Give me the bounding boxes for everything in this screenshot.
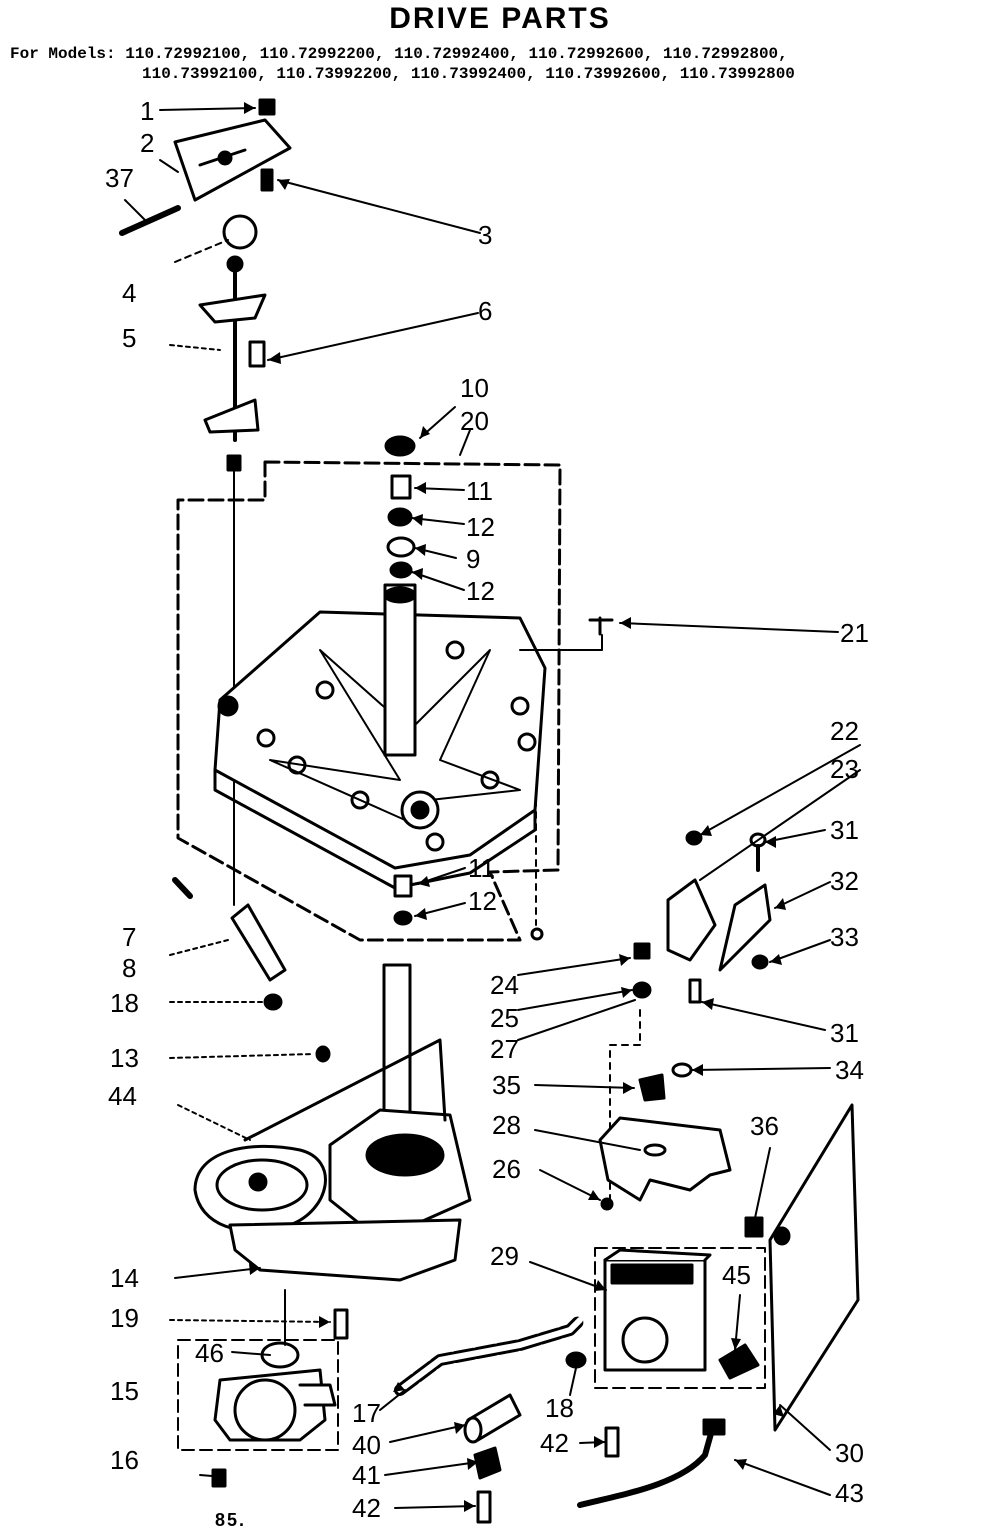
callout-11b: 11 — [468, 853, 495, 883]
callout-25: 25 — [490, 1003, 519, 1033]
callout-3: 3 — [478, 220, 493, 250]
part-37-pin — [119, 205, 181, 236]
part-40-coupling — [463, 1393, 522, 1444]
part-15-pump — [211, 1289, 337, 1488]
callout-35: 35 — [492, 1070, 521, 1100]
part-26-screw — [600, 1197, 614, 1211]
diagram-code: 85. — [215, 1510, 247, 1530]
assembly-boundary — [176, 460, 562, 942]
part-36-clip — [744, 1216, 791, 1246]
part-5-rod-assembly — [198, 255, 267, 906]
part-24-washer — [530, 927, 544, 941]
callout-18b: 18 — [545, 1393, 574, 1423]
callout-21: 21 — [840, 618, 869, 648]
part-30-panel — [768, 1103, 860, 1432]
callout-4: 4 — [122, 278, 137, 308]
under-plate-parts — [393, 874, 413, 926]
part-29-motor — [603, 1248, 712, 1372]
part-34-35-nut — [638, 1062, 693, 1102]
callout-22: 22 — [830, 716, 859, 746]
page-title: DRIVE PARTS — [389, 2, 611, 35]
callout-12b: 12 — [466, 576, 495, 606]
part-2-bracket — [173, 118, 292, 202]
callout-12c: 12 — [468, 886, 497, 916]
models-line-2: 110.73992100, 110.73992200, 110.73992400… — [142, 65, 795, 83]
callout-13: 13 — [110, 1043, 139, 1073]
callout-40: 40 — [352, 1430, 381, 1460]
callout-17: 17 — [352, 1398, 381, 1428]
arrowheads — [244, 102, 786, 1512]
callout-30: 30 — [835, 1438, 864, 1468]
callout-28: 28 — [492, 1110, 521, 1140]
callout-9: 9 — [466, 544, 481, 574]
callout-45: 45 — [722, 1260, 751, 1290]
callout-42b: 42 — [352, 1493, 381, 1523]
model-list: For Models: 110.72992100, 110.72992200, … — [10, 44, 795, 84]
callout-2: 2 — [140, 128, 155, 158]
part-17-hose — [394, 1314, 586, 1396]
leader-lines — [124, 107, 861, 1509]
part-21-clip — [519, 616, 614, 651]
part-7-8-bracket — [172, 877, 287, 1011]
part-18-nut — [565, 1351, 587, 1369]
callout-14: 14 — [110, 1263, 139, 1293]
callout-32: 32 — [830, 866, 859, 896]
part-42-bolt-right — [604, 1426, 620, 1458]
callout-26: 26 — [492, 1154, 521, 1184]
callout-10: 10 — [460, 373, 489, 403]
part-42-bolt-bottom — [476, 1490, 492, 1524]
part-4-ball — [174, 214, 258, 263]
part-41-clamp — [473, 1446, 502, 1480]
shaft-stack-parts — [384, 435, 416, 579]
callout-8: 8 — [122, 953, 137, 983]
callout-33: 33 — [830, 922, 859, 952]
callout-1: 1 — [140, 96, 155, 126]
callout-27: 27 — [490, 1034, 519, 1064]
callout-29: 29 — [490, 1241, 519, 1271]
part-43-cord — [577, 1418, 726, 1508]
callout-36: 36 — [750, 1111, 779, 1141]
part-44-transmission — [193, 963, 472, 1340]
motor-boundary — [594, 1247, 766, 1389]
part-22-23-bracket — [666, 830, 717, 962]
callout-46: 46 — [195, 1338, 224, 1368]
callout-31b: 31 — [830, 1018, 859, 1048]
callout-16: 16 — [110, 1445, 139, 1475]
part-45-switch — [718, 1343, 760, 1380]
callout-23: 23 — [830, 754, 859, 784]
callout-15: 15 — [110, 1376, 139, 1406]
callout-44: 44 — [108, 1081, 137, 1111]
callout-34: 34 — [835, 1055, 864, 1085]
part-3-screw — [260, 168, 274, 192]
callout-7: 7 — [122, 922, 137, 952]
callout-41: 41 — [352, 1460, 381, 1490]
callout-20: 20 — [460, 406, 489, 436]
models-line-1: 110.72992100, 110.72992200, 110.72992400… — [125, 45, 788, 63]
part-1-screw — [258, 98, 276, 116]
models-prefix: For Models: — [10, 45, 116, 63]
callout-5: 5 — [122, 323, 137, 353]
callout-37: 37 — [105, 163, 134, 193]
callout-43: 43 — [835, 1478, 864, 1508]
part-20-drive-plate — [213, 583, 547, 890]
callout-18a: 18 — [110, 988, 139, 1018]
pump-boundary — [177, 1339, 339, 1451]
callout-42a: 42 — [540, 1428, 569, 1458]
callout-11a: 11 — [466, 476, 493, 506]
part-6-clip — [248, 340, 266, 368]
part-28-mounting-plate — [598, 1116, 732, 1202]
callout-6: 6 — [478, 296, 493, 326]
callout-24: 24 — [490, 970, 519, 1000]
callout-19: 19 — [110, 1303, 139, 1333]
callout-31a: 31 — [830, 815, 859, 845]
callout-12a: 12 — [466, 512, 495, 542]
